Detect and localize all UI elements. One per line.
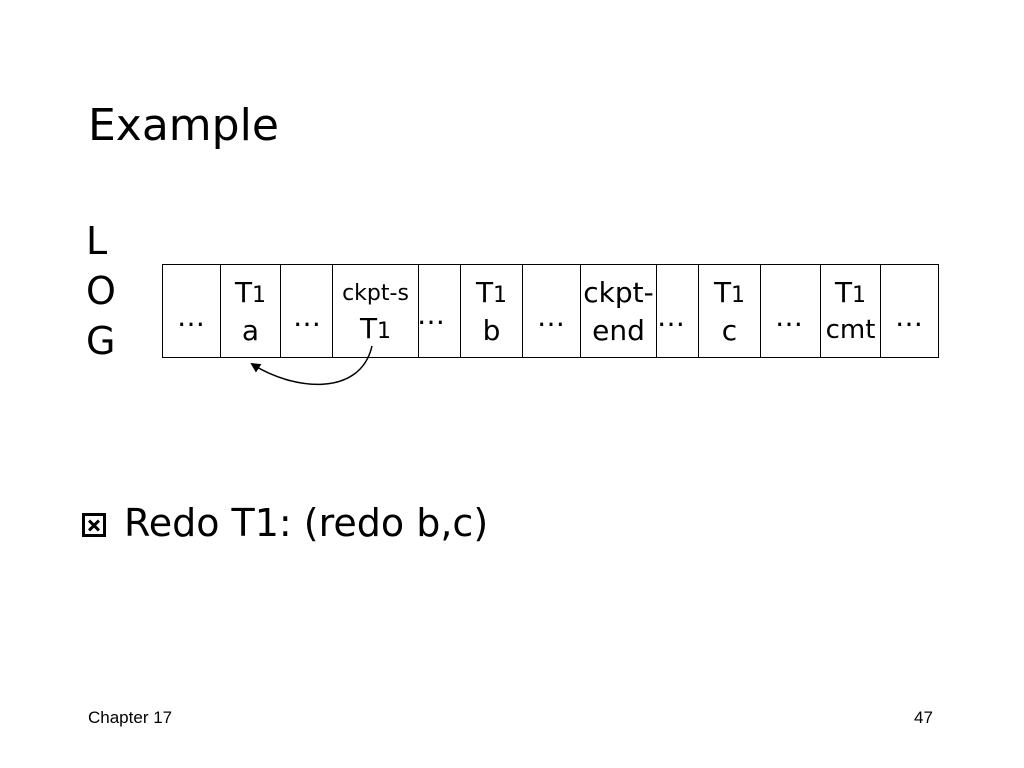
log-cell-t1-b: T1 b [461,265,523,357]
ellipsis-text: … [417,298,445,331]
log-entry-value: b [482,314,501,347]
log-cell-ellipsis: … [163,265,221,357]
log-cell-t1-a: T1 a [221,265,281,357]
log-entry-active-txn: T1 [359,312,392,345]
log-cell-ellipsis [657,265,699,357]
ellipsis-text: … [293,300,321,333]
log-entry-commit: cmt [825,315,876,345]
log-entry-txn: T1 [234,276,267,309]
log-cell-ellipsis: … [281,265,333,357]
footer-chapter: Chapter 17 [88,708,173,727]
log-entry-txn: T1 [475,276,508,309]
log-label-letter-l: L [86,219,108,263]
log-cell-ellipsis: … [881,265,938,357]
log-label-letter-g: G [86,319,116,363]
log-cell-t1-cmt: T1 cmt [821,265,881,357]
log-entry-ckpt-end-line1: ckpt- [583,276,654,309]
log-entry-txn: T1 [834,276,867,309]
ellipsis-text: … [895,300,923,333]
log-cell-ckpt-start: ckpt-s T1 … [333,265,445,357]
slide-title: Example [88,100,279,151]
log-strip: … T1 a … ckpt-s T1 … T1 b … ckpt- end … … [162,264,939,358]
page-number: 47 [914,708,933,727]
log-entry-value: c [721,314,738,347]
ellipsis-text: … [177,300,205,333]
log-entry-value: a [241,314,260,347]
bullet-text: Redo T1: (redo b,c) [124,501,489,545]
log-label-letter-o: O [86,269,116,313]
ellipsis-text: … [537,300,565,333]
log-entry-txn: T1 [713,276,746,309]
bullet-item: Redo T1: (redo b,c) [82,504,488,542]
log-cell-ellipsis: … [523,265,581,357]
log-cell-ellipsis: … [761,265,821,357]
log-cell-t1-c: T1 c [699,265,761,357]
ellipsis-text: … [775,300,803,333]
ellipsis-text: … [657,300,685,333]
log-entry-ckpt-end-line2: end [592,314,645,347]
checkbox-bullet-icon [82,513,106,537]
log-cell-ckpt-end: ckpt- end … [581,265,685,357]
log-entry-ckpt-start: ckpt-s [342,281,409,306]
log-cell-ellipsis [419,265,461,357]
